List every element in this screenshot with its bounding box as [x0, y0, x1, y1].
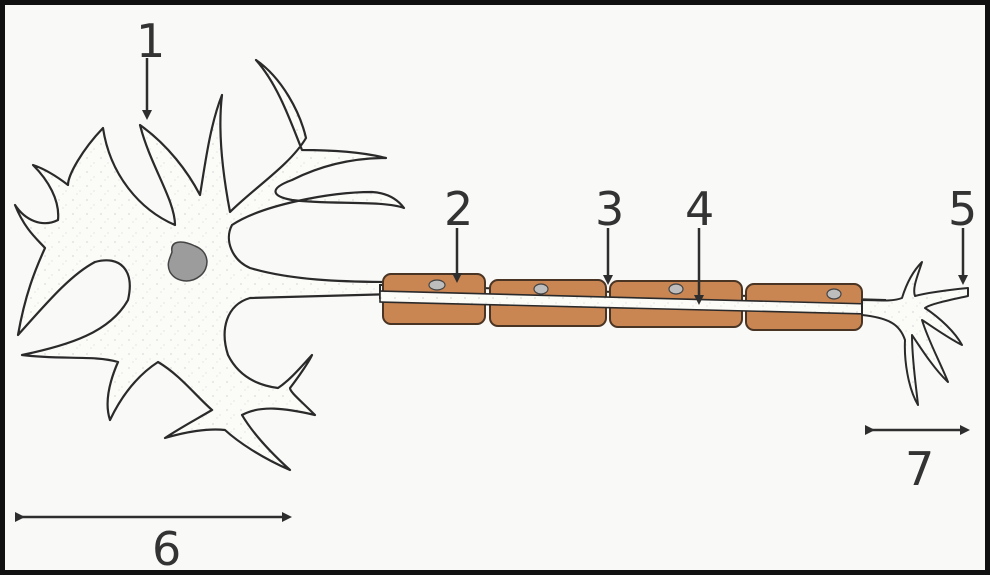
neuron-diagram: 1 2 3 4 5 6 7	[13, 14, 977, 570]
cell-body	[13, 58, 406, 472]
label-3: 3	[595, 182, 624, 236]
schwann-nucleus	[826, 288, 842, 300]
label-1: 1	[136, 14, 165, 68]
axon-terminals	[861, 261, 969, 406]
label-7: 7	[905, 442, 934, 496]
schwann-nucleus	[428, 279, 446, 291]
nucleus	[167, 241, 208, 282]
schwann-nucleus	[668, 283, 684, 295]
label-6: 6	[152, 522, 181, 570]
label-2: 2	[444, 182, 473, 236]
label-4: 4	[685, 182, 714, 236]
label-5: 5	[948, 182, 977, 236]
schwann-nucleus	[533, 283, 549, 295]
